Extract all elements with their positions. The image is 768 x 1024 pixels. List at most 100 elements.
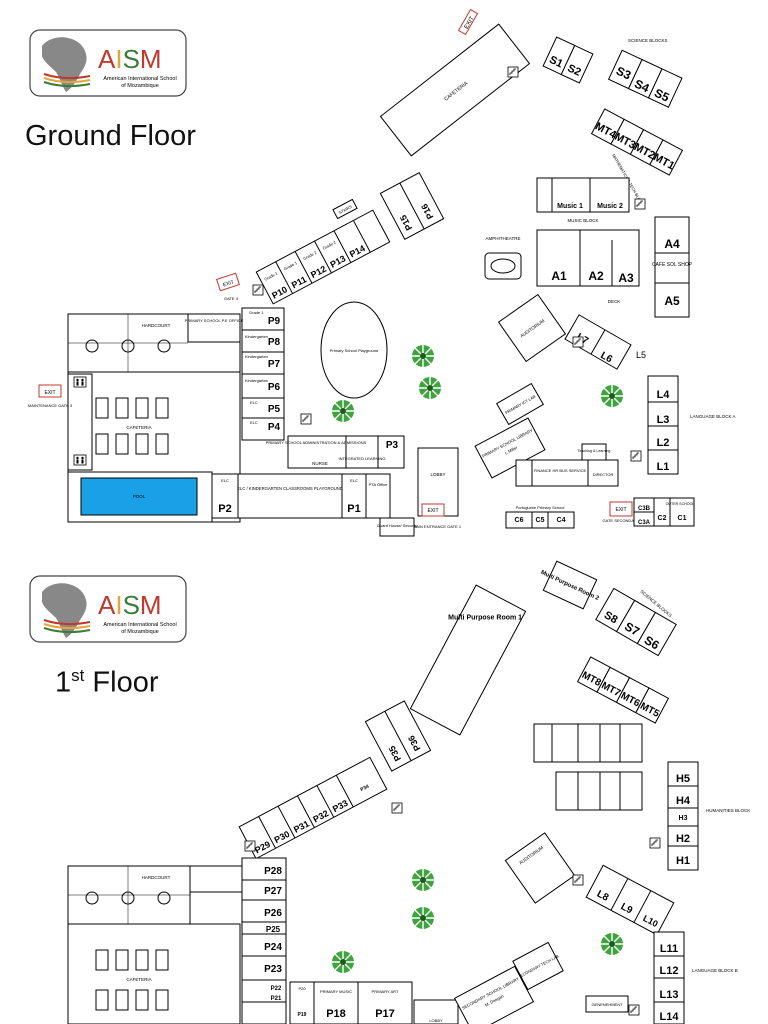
svg-text:S2: S2: [565, 62, 582, 79]
svg-text:LANGUAGE BLOCK A: LANGUAGE BLOCK A: [690, 414, 736, 419]
svg-text:C3A: C3A: [638, 520, 651, 526]
svg-text:DECK: DECK: [608, 299, 621, 304]
svg-text:Kindergarten: Kindergarten: [245, 354, 268, 359]
svg-text:A4: A4: [664, 237, 680, 251]
primary-playground[interactable]: [320, 301, 388, 399]
humanities-block[interactable]: H5 H4 H3 H2 H1 HUMANITIES BLOCK: [667, 761, 750, 871]
gemenehment[interactable]: GENENEHMENT: [585, 995, 629, 1013]
c-block[interactable]: EXIT GATE SECONDARY C3B C3A C2 C1 OUTER …: [603, 497, 695, 527]
primary-ict[interactable]: PRIMARY ICT LAB: [495, 382, 545, 426]
language-block-b[interactable]: L11 L12 L13 L14 LANGUAGE BLOCK B: [653, 931, 738, 1024]
svg-text:GENENEHMENT: GENENEHMENT: [591, 1002, 623, 1007]
svg-text:PTA Office: PTA Office: [369, 482, 389, 487]
aism-logo: AISM American International School of Mo…: [29, 29, 187, 97]
svg-text:L6: L6: [598, 350, 614, 366]
svg-text:C5: C5: [536, 517, 545, 524]
svg-text:EXIT: EXIT: [44, 390, 55, 396]
hardcourt-cafeteria[interactable]: HARDCOURT PRIMARY SCHOOL P.E OFFICE CAFE…: [67, 313, 244, 523]
svg-text:Grade 1: Grade 1: [283, 260, 299, 272]
svg-text:P25: P25: [266, 925, 281, 934]
svg-text:DIRECTOR: DIRECTOR: [593, 472, 614, 477]
svg-text:P21: P21: [271, 996, 282, 1002]
science-s1-s2[interactable]: S1 S2: [542, 36, 594, 84]
mpr-1[interactable]: Multi Purpose Room 1: [401, 580, 527, 736]
svg-text:L9: L9: [619, 901, 635, 916]
svg-text:S3: S3: [614, 64, 634, 83]
svg-text:Music 1: Music 1: [557, 203, 583, 210]
emergency-exit-ground: EXIT: [216, 272, 240, 292]
first-floor-number: 1: [55, 666, 72, 699]
portuguese-ps[interactable]: Portuguese Primary School C6 C5 C4: [505, 505, 575, 529]
primary-music-art[interactable]: P19 PRIMARY MUSIC P18 PRIMARY ART P17 LO…: [289, 981, 459, 1024]
l8-l10[interactable]: L8 L9 L10: [585, 864, 675, 936]
svg-text:H5: H5: [676, 773, 690, 785]
secondary-tech[interactable]: SECONDARY TECH LAB: [510, 941, 566, 991]
svg-text:Multi Purpose Room 1: Multi Purpose Room 1: [448, 614, 522, 621]
auditorium-first[interactable]: AUDITORIUM: [504, 832, 576, 904]
svg-text:P6: P6: [268, 382, 281, 393]
svg-text:ELC: ELC: [221, 478, 229, 483]
svg-text:NURSE: NURSE: [312, 461, 328, 466]
first-floor-word: Floor: [84, 666, 159, 699]
hardcourt-first[interactable]: HARDCOURT CAFETERIA: [67, 865, 241, 1024]
svg-text:S8: S8: [602, 609, 620, 626]
svg-text:A2: A2: [588, 269, 604, 283]
svg-text:Teaching & Learning: Teaching & Learning: [578, 449, 611, 453]
exit-sign-top: EXIT: [457, 8, 479, 36]
primary-wing-first[interactable]: P29 P30 P31 P32 P33 P34: [238, 756, 388, 860]
language-block-a[interactable]: L4 L3 L2 L1 LANGUAGE BLOCK A: [647, 375, 736, 475]
mpr-2[interactable]: Multi Purpose Room 2: [535, 557, 607, 613]
ps-admin[interactable]: PRIMARY SCHOOL ADMINISTRATION & ADMISSIO…: [266, 435, 405, 469]
svg-text:P1: P1: [347, 503, 360, 515]
svg-text:P34: P34: [360, 784, 371, 794]
mt-block-first[interactable]: MT8 MT7 MT6 MT5: [576, 656, 670, 724]
mt-block-ground[interactable]: MT4 MT3 MT2 MT1: [590, 108, 684, 176]
svg-text:Primary School Playground: Primary School Playground: [330, 348, 378, 353]
elc-classrooms[interactable]: ELC P2 ELC / KINDERGARTEN CLASSROOMS PLA…: [211, 473, 391, 519]
l5-l7[interactable]: L7 L6: [564, 314, 632, 370]
svg-text:P20: P20: [298, 986, 306, 991]
cafeteria-top[interactable]: CAFETERIA: [379, 23, 531, 157]
svg-text:HARDCOURT: HARDCOURT: [142, 323, 171, 328]
svg-text:S7: S7: [622, 619, 642, 639]
a-block[interactable]: A1 A2 A3 A4 CAFE SOL SHOP A5: [536, 216, 693, 318]
main-gate: EXIT MAIN ENTRANCE GATE 1 Guard House/ S…: [377, 503, 462, 537]
svg-text:Kindergarten: Kindergarten: [245, 334, 268, 339]
logo-line2: of Mozambique: [121, 83, 159, 89]
music-block[interactable]: Music 1 Music 2 MUSIC BLOCK: [536, 177, 630, 223]
svg-text:Portuguese Primary School: Portuguese Primary School: [516, 505, 565, 510]
svg-text:P17: P17: [375, 1008, 395, 1020]
svg-text:L1: L1: [657, 461, 670, 473]
svg-text:A1: A1: [551, 269, 567, 283]
svg-text:P2: P2: [218, 503, 231, 515]
svg-text:of Mozambique: of Mozambique: [121, 629, 159, 635]
amphitheatre[interactable]: AMPHITHEATRE: [484, 236, 522, 280]
first-floor-suffix: st: [71, 666, 85, 685]
svg-text:P5: P5: [268, 404, 281, 415]
svg-text:L4: L4: [657, 389, 671, 401]
p35-p36[interactable]: P35 P36: [364, 700, 432, 772]
maintenance-gate: EXIT MAINTENANCE GATE 3: [28, 384, 73, 408]
svg-text:P23: P23: [264, 964, 282, 975]
svg-text:P18: P18: [326, 1008, 346, 1020]
svg-text:LOBBY: LOBBY: [430, 472, 445, 477]
svg-text:AISM: AISM: [98, 590, 162, 620]
svg-text:ELC / KINDERGARTEN CLASSROOMS: ELC / KINDERGARTEN CLASSROOMS PLAYGROUND: [237, 486, 343, 491]
primary-column[interactable]: Grade 1 P9 Kindergarten P8 Kindergarten …: [241, 307, 285, 441]
svg-text:P22: P22: [271, 986, 282, 992]
science-s3-s5[interactable]: S3 S4 S5: [607, 49, 683, 108]
science-s6-s8[interactable]: S8 S7 S6: [595, 587, 677, 657]
primary-column-first[interactable]: P28 P27 P26 P25 P24 P23 P22 P21: [241, 857, 287, 1024]
svg-text:L14: L14: [660, 1011, 680, 1023]
svg-text:L11: L11: [660, 943, 678, 955]
svg-text:C1: C1: [678, 515, 687, 522]
l5-label: L5: [636, 350, 646, 360]
logo-line1: American International School: [103, 76, 176, 82]
finance-block[interactable]: FINANCE HR BUS SERVICE DIRECTOR Teaching…: [515, 443, 619, 487]
p15-p16[interactable]: P15 P16: [379, 172, 445, 240]
logo-letters: AISM: [98, 44, 162, 74]
svg-text:Grade 2: Grade 2: [302, 250, 318, 262]
svg-text:ELC: ELC: [250, 400, 258, 405]
auditorium-ground[interactable]: AUDITORIUM: [497, 293, 567, 363]
primary-wing-rooms[interactable]: P10 P11 P12 P13 P14 Grade 1 Grade 1 Grad…: [255, 209, 391, 305]
